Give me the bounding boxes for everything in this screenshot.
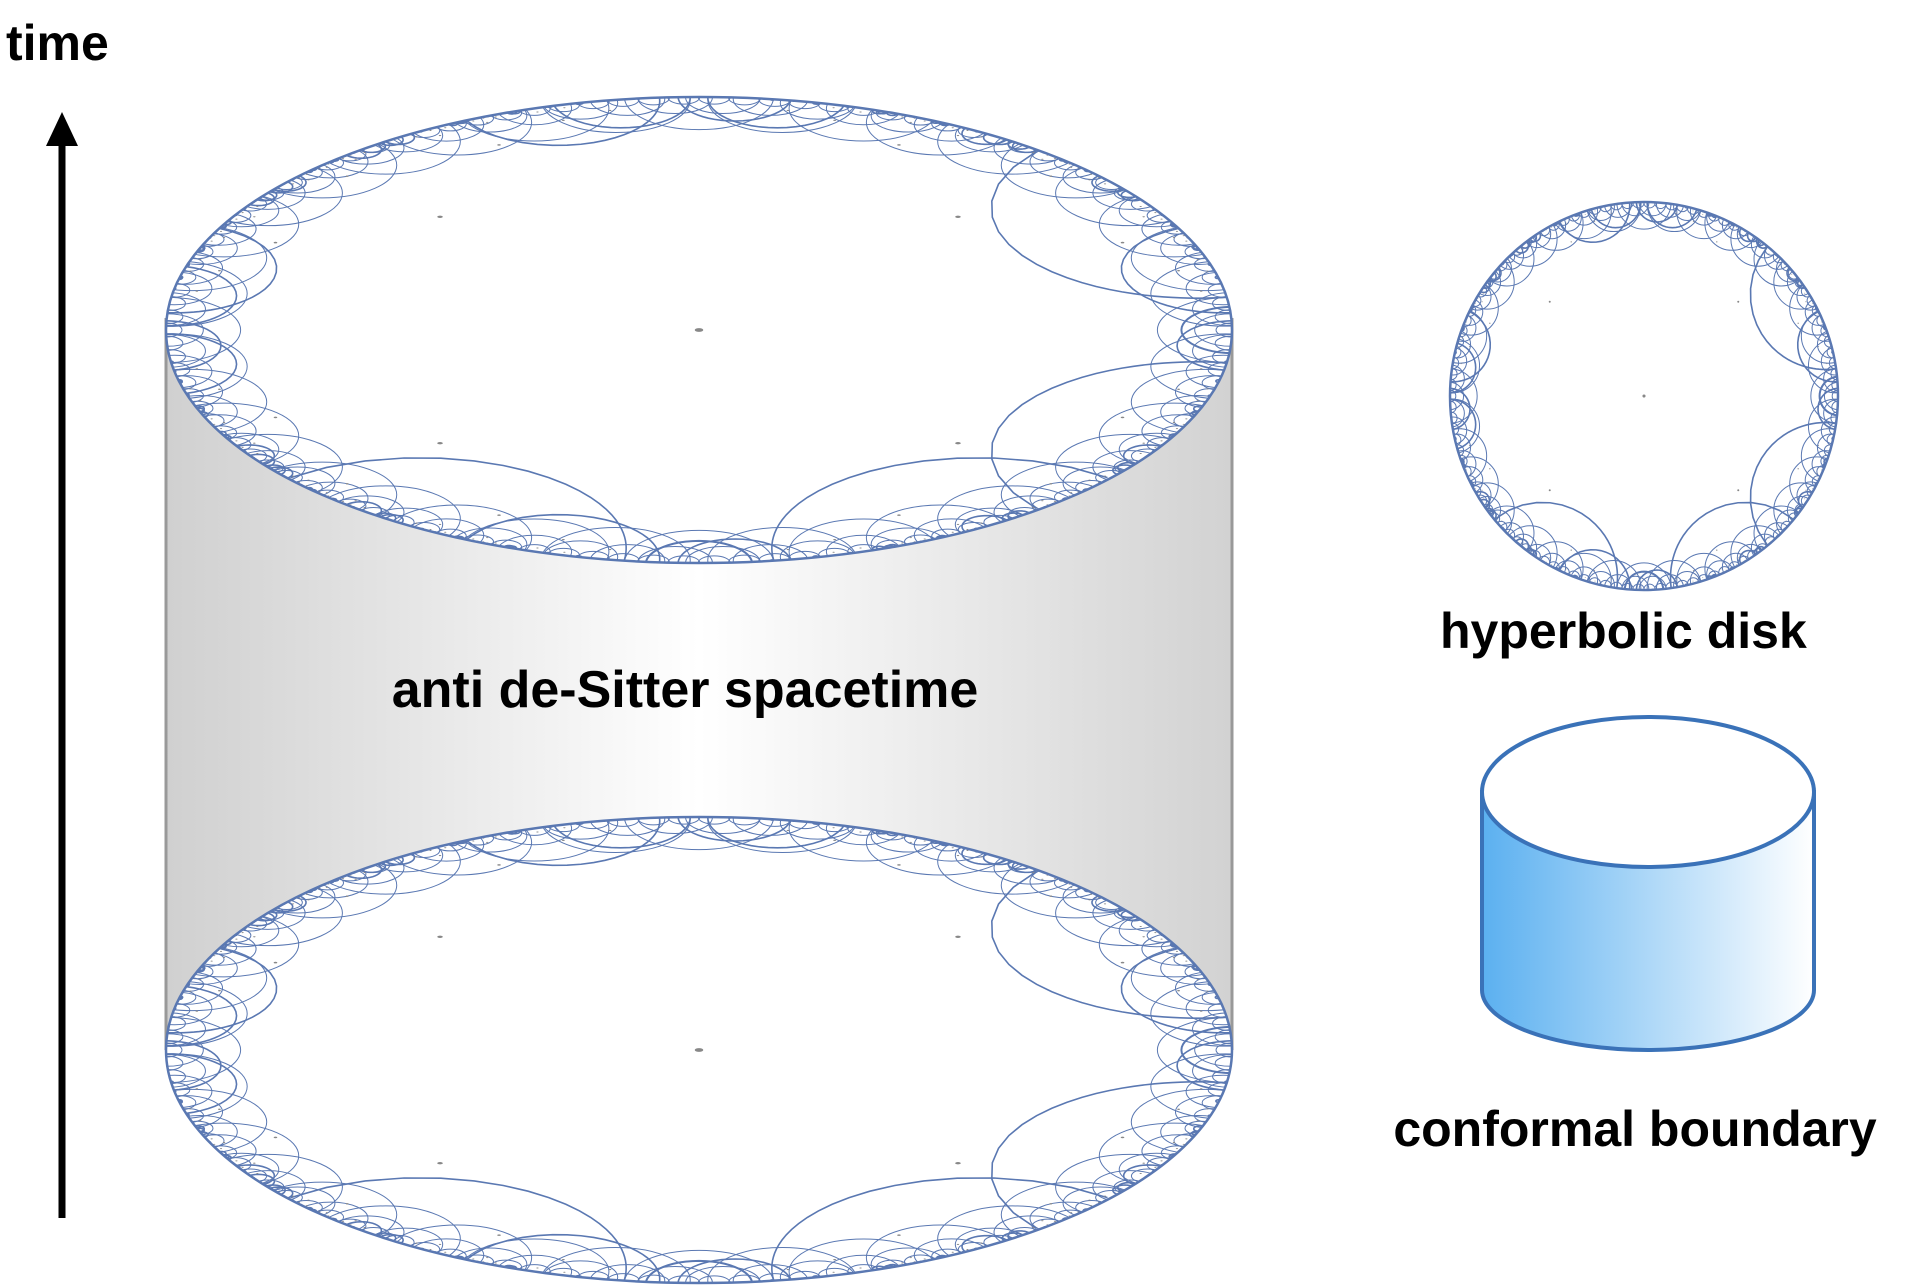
time-arrow [46, 112, 78, 1218]
hyperbolic-disk-icon [1423, 175, 1865, 617]
cylinder-icon [1480, 715, 1816, 1052]
spacetime-label: anti de-Sitter spacetime [391, 661, 979, 719]
conformal-boundary-label: conformal boundary [1393, 1101, 1877, 1157]
hyperbolic-disk-label: hyperbolic disk [1440, 603, 1807, 659]
time-axis-label: time [6, 15, 109, 71]
up-arrow-icon [46, 112, 78, 146]
